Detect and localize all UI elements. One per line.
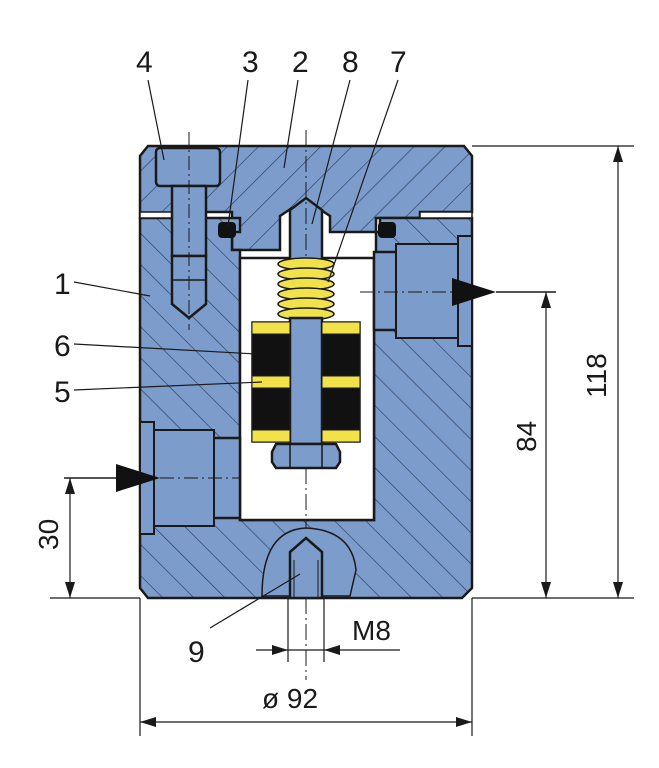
screw-head bbox=[154, 146, 222, 188]
bottom-thread-hole bbox=[288, 536, 324, 600]
spring bbox=[277, 257, 335, 321]
hex-nut bbox=[270, 442, 342, 470]
seal-band-bot-right bbox=[321, 429, 361, 443]
dim-label-84: 84 bbox=[511, 421, 542, 452]
dim-label-m8: M8 bbox=[352, 615, 391, 646]
label-part-2: 2 bbox=[292, 46, 309, 79]
cover-gap-right bbox=[419, 211, 473, 219]
screw-shank bbox=[170, 184, 208, 258]
label-part-7: 7 bbox=[390, 46, 407, 79]
label-part-5: 5 bbox=[54, 376, 71, 409]
o-ring-left bbox=[218, 222, 236, 238]
flow-out-arrow-icon bbox=[452, 278, 496, 306]
seal-band-bot-left bbox=[251, 429, 291, 443]
label-part-9: 9 bbox=[188, 636, 205, 669]
o-ring-right bbox=[378, 222, 396, 238]
label-part-8: 8 bbox=[342, 46, 359, 79]
dim-label-diameter: ø 92 bbox=[262, 683, 318, 714]
label-part-3: 3 bbox=[242, 46, 259, 79]
dim-label-118: 118 bbox=[581, 353, 612, 398]
seal-band-top-left bbox=[251, 321, 291, 335]
dim-label-30: 30 bbox=[33, 519, 64, 550]
seal-band-top-right bbox=[321, 321, 361, 335]
flow-in-arrow-icon bbox=[116, 464, 160, 492]
seal-band-mid-right bbox=[321, 375, 361, 389]
label-part-1: 1 bbox=[54, 268, 71, 301]
label-part-4: 4 bbox=[136, 46, 153, 79]
label-part-6: 6 bbox=[54, 330, 71, 363]
piston-stem bbox=[288, 316, 324, 446]
